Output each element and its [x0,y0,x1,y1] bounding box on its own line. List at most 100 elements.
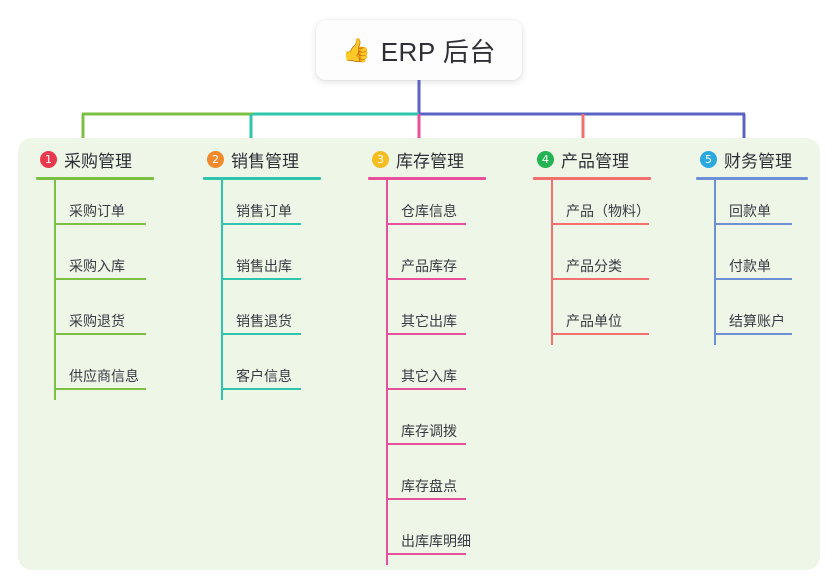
branch-item-underline [551,278,649,280]
branch-badge-2: 2 [207,150,224,168]
branch-item[interactable]: 产品库存 [368,235,486,290]
branch-underline-5 [696,177,808,180]
branch-item-underline [386,333,466,335]
branch-items-5: 回款单付款单结算账户 [696,180,808,345]
branch-items-4: 产品（物料） 产品分类产品单位 [533,180,651,345]
branch-item-underline [221,388,301,390]
branch-item-label: 供应商信息 [69,368,139,384]
branch-item[interactable]: 供应商信息 [36,345,154,400]
branch-item-label: 付款单 [729,258,771,274]
branch-underline-4 [533,177,651,180]
branch-item[interactable]: 出库库明细 [368,510,486,565]
branch-item-label: 产品分类 [566,258,622,274]
branch-item-underline [714,333,792,335]
branch-item-underline [386,223,466,225]
branch-item-label: 采购退货 [69,313,125,329]
branch-item-underline [54,223,146,225]
branch-item[interactable]: 付款单 [696,235,808,290]
branch-items-2: 销售订单销售出库销售退货客户信息 [203,180,321,400]
branch-header-1[interactable]: 1 采购管理 [36,146,154,172]
branch-badge-5: 5 [700,150,717,168]
branch-item-label: 仓库信息 [401,203,457,219]
thumbs-up-icon: 👍 [342,36,371,63]
branch-item-underline [54,388,146,390]
branch-item[interactable]: 采购退货 [36,290,154,345]
branch-item-underline [386,498,466,500]
branch-underline-3 [368,177,486,180]
branch-item-underline [551,223,649,225]
branch-item[interactable]: 产品单位 [533,290,651,345]
branch-spine-3 [386,180,388,565]
branch-column-3: 3 库存管理仓库信息产品库存其它出库其它入库库存调拨库存盘点出库库明细 [368,146,486,565]
branch-item[interactable]: 仓库信息 [368,180,486,235]
branch-item[interactable]: 销售订单 [203,180,321,235]
branch-spine-2 [221,180,223,400]
branch-column-4: 4 产品管理产品（物料） 产品分类产品单位 [533,146,651,345]
branch-header-4[interactable]: 4 产品管理 [533,146,651,172]
branch-badge-4: 4 [537,150,554,168]
branch-item-underline [386,278,466,280]
branch-item-label: 采购入库 [69,258,125,274]
branch-item-label: 回款单 [729,203,771,219]
branch-item-label: 其它出库 [401,313,457,329]
branch-item[interactable]: 其它出库 [368,290,486,345]
branch-item[interactable]: 销售退货 [203,290,321,345]
branch-item[interactable]: 销售出库 [203,235,321,290]
branch-item[interactable]: 产品（物料） [533,180,651,235]
branch-column-5: 5 财务管理回款单付款单结算账户 [696,146,808,345]
branch-item-underline [551,333,649,335]
branch-item-label: 库存调拨 [401,423,457,439]
branch-item-underline [714,278,792,280]
branch-item-underline [386,443,466,445]
branch-item[interactable]: 采购订单 [36,180,154,235]
branch-item-label: 客户信息 [236,368,292,384]
branch-item-label: 产品（物料） [566,203,650,219]
branch-item[interactable]: 其它入库 [368,345,486,400]
branch-underline-2 [203,177,321,180]
branch-item-underline [221,333,301,335]
branch-title-1: 采购管理 [64,151,132,171]
branch-item-underline [221,223,301,225]
branch-item-label: 销售出库 [236,258,292,274]
branch-header-2[interactable]: 2 销售管理 [203,146,321,172]
branch-title-3: 库存管理 [396,151,464,171]
branch-header-5[interactable]: 5 财务管理 [696,146,808,172]
branch-item[interactable]: 回款单 [696,180,808,235]
branch-item[interactable]: 结算账户 [696,290,808,345]
branch-header-3[interactable]: 3 库存管理 [368,146,486,172]
branch-item-underline [54,333,146,335]
branch-column-1: 1 采购管理采购订单采购入库采购退货供应商信息 [36,146,154,400]
root-node-label: ERP 后台 [380,36,496,67]
branch-item-label: 产品库存 [401,258,457,274]
branch-item-label: 其它入库 [401,368,457,384]
branch-badge-1: 1 [40,150,57,168]
branch-item-underline [714,223,792,225]
branch-item-underline [386,388,466,390]
branch-item-label: 库存盘点 [401,478,457,494]
branch-spine-1 [54,180,56,400]
branch-underline-1 [36,177,154,180]
branch-item[interactable]: 产品分类 [533,235,651,290]
root-node[interactable]: 👍 ERP 后台 [316,20,522,80]
branch-title-5: 财务管理 [724,151,792,171]
branch-item[interactable]: 库存盘点 [368,455,486,510]
branch-item[interactable]: 采购入库 [36,235,154,290]
branch-item[interactable]: 客户信息 [203,345,321,400]
branch-item-label: 销售订单 [236,203,292,219]
branch-item-label: 销售退货 [236,313,292,329]
branch-item-underline [386,553,466,555]
branch-item[interactable]: 库存调拨 [368,400,486,455]
branch-badge-3: 3 [372,150,389,168]
branch-item-underline [54,278,146,280]
branch-title-4: 产品管理 [561,151,629,171]
branch-column-2: 2 销售管理销售订单销售出库销售退货客户信息 [203,146,321,400]
branch-items-3: 仓库信息产品库存其它出库其它入库库存调拨库存盘点出库库明细 [368,180,486,565]
branch-spine-4 [551,180,553,345]
branch-item-label: 采购订单 [69,203,125,219]
branch-item-label: 结算账户 [729,313,785,329]
branch-item-label: 产品单位 [566,313,622,329]
branch-item-underline [221,278,301,280]
branch-title-2: 销售管理 [231,151,299,171]
branch-spine-5 [714,180,716,345]
